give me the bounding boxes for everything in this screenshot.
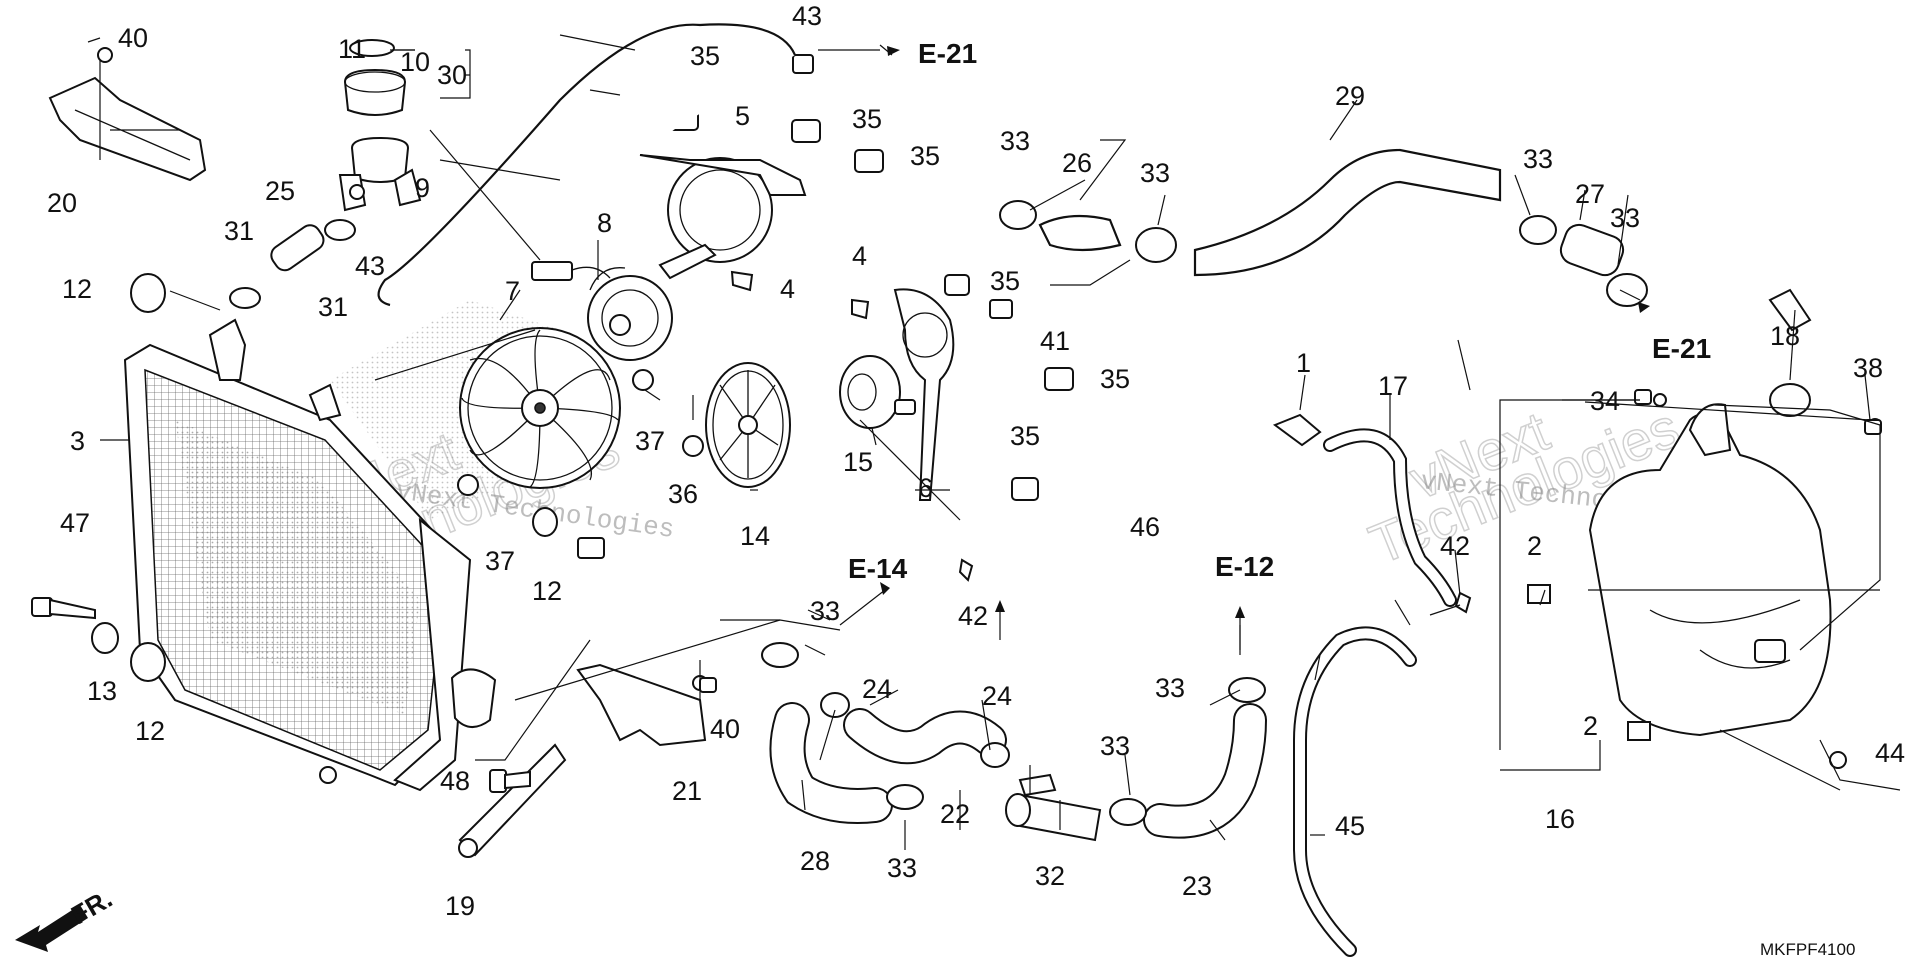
fan-small [705,362,791,488]
callout-35-c: 35 [910,141,940,171]
callout-3: 3 [70,426,85,456]
callout-32: 32 [1035,861,1065,891]
callout-43-top: 43 [792,1,822,31]
callout-36: 36 [668,479,698,509]
callout-42-a: 42 [958,601,988,631]
callout-14: 14 [740,521,770,551]
callout-8: 8 [597,208,612,238]
callout-35-f: 35 [1010,421,1040,451]
callout-29: 29 [1335,81,1365,111]
callout-33-d: 33 [1610,203,1640,233]
callout-31-b: 31 [318,292,348,322]
callout-35-d: 35 [990,266,1020,296]
front-indicator: FR. [15,883,117,952]
callout-2-a: 2 [1527,531,1542,561]
callout-4-b: 4 [780,274,795,304]
callout-33-b: 33 [1140,158,1170,188]
ref-e12: E-12 [1215,551,1274,582]
callout-31-a: 31 [224,216,254,246]
ref-e21-right: E-21 [1652,333,1711,364]
callout-21: 21 [672,776,702,806]
callout-44: 44 [1875,738,1905,768]
fan-large [459,327,621,489]
callout-12-a: 12 [62,274,92,304]
callout-12-b: 12 [532,576,562,606]
callout-24-b: 24 [982,681,1012,711]
shroud-bracket [639,154,955,501]
callout-33-a: 33 [1000,126,1030,156]
callout-15: 15 [843,447,873,477]
callout-23: 23 [1182,871,1212,901]
callout-37-b: 37 [485,546,515,576]
callout-28: 28 [800,846,830,876]
callout-2-b: 2 [1583,711,1598,741]
fan-motor-small [839,355,916,429]
callout-numbers: 40 11 10 30 43 E-21 35 5 35 35 9 25 31 3… [47,1,1905,921]
callout-5: 5 [735,101,750,131]
callout-30: 30 [437,60,467,90]
callout-7: 7 [505,276,520,306]
callout-22: 22 [940,799,970,829]
radiator [123,300,560,792]
callout-43-mid: 43 [355,251,385,281]
callout-19: 19 [445,891,475,921]
callout-27: 27 [1575,179,1605,209]
callout-40-b: 40 [710,714,740,744]
callout-10: 10 [400,47,430,77]
callout-37-a: 37 [635,426,665,456]
diagram-code: MKFPF4100 [1760,940,1855,959]
callout-12-c: 12 [135,716,165,746]
callout-24-a: 24 [862,674,892,704]
callout-33-f: 33 [1155,673,1185,703]
callout-13: 13 [87,676,117,706]
callout-48: 48 [440,766,470,796]
callout-35-a: 35 [690,41,720,71]
ref-e21-top: E-21 [918,38,977,69]
callout-26: 26 [1062,148,1092,178]
callout-35-e: 35 [1100,364,1130,394]
radiator-cap [338,39,422,212]
callout-40: 40 [118,23,148,53]
callout-20: 20 [47,188,77,218]
ref-e14: E-14 [848,553,908,584]
callout-41: 41 [1040,326,1070,356]
callout-17: 17 [1378,371,1408,401]
callout-45: 45 [1335,811,1365,841]
callout-33-g: 33 [1100,731,1130,761]
callout-11: 11 [338,34,366,64]
small-parts [31,54,1882,793]
callout-4-a: 4 [852,241,867,271]
callout-25: 25 [265,176,295,206]
callout-33-e: 33 [810,596,840,626]
callout-38: 38 [1853,353,1883,383]
callout-46: 46 [1130,512,1160,542]
callout-33-h: 33 [887,853,917,883]
callout-18: 18 [1770,321,1800,351]
callout-16: 16 [1545,804,1575,834]
hoses [229,23,1648,957]
leader-lines [87,34,1901,850]
callout-9: 9 [415,173,430,203]
callout-1: 1 [1296,348,1311,378]
callout-42-b: 42 [1440,531,1470,561]
callout-6: 6 [918,473,933,503]
fan-motor-large [531,261,673,361]
callout-33-c: 33 [1523,144,1553,174]
callout-34: 34 [1590,386,1620,416]
brackets [48,47,708,858]
callout-35-b: 35 [852,104,882,134]
callout-47: 47 [60,508,90,538]
reference-arrows [839,46,1650,650]
